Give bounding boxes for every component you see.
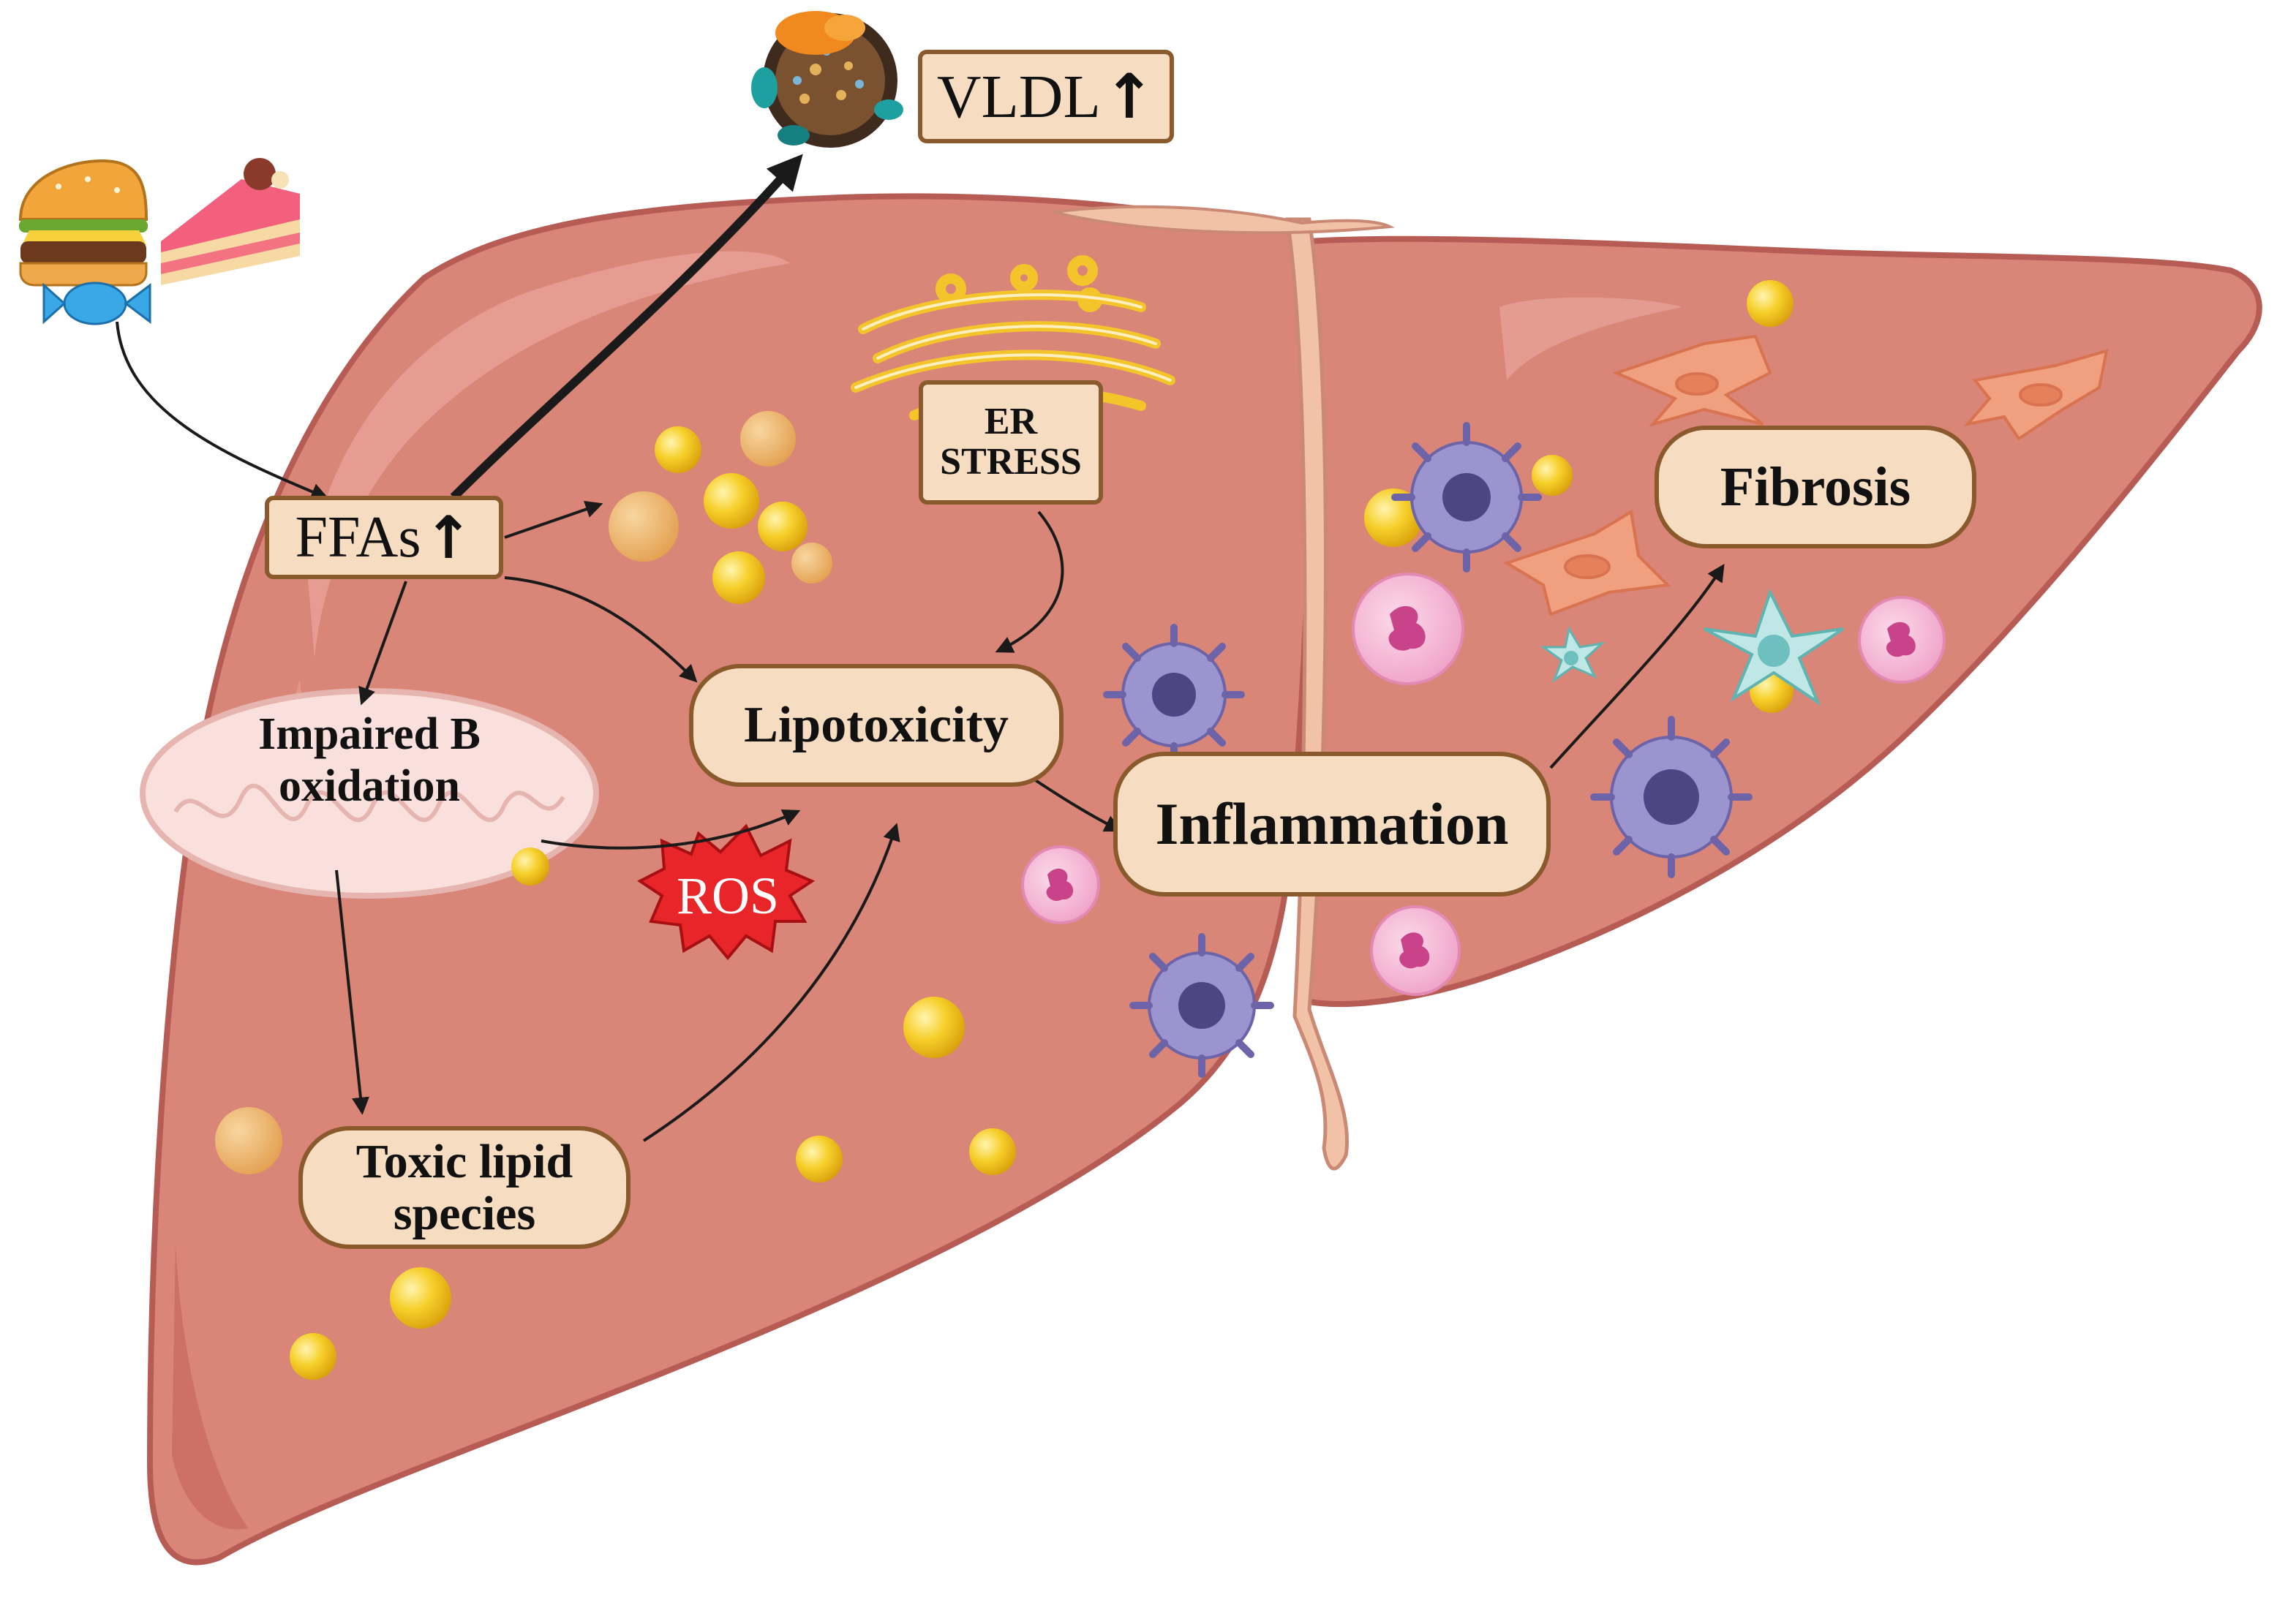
ros-text: ROS — [676, 866, 780, 925]
arrow-mito-to-lipotoxicity — [541, 809, 801, 850]
arrow-impaired-to-toxic — [335, 869, 369, 1115]
impaired-line2: oxidation — [278, 761, 461, 811]
up-arrow-icon: ↑ — [1103, 61, 1156, 132]
lipid-droplet-icon — [215, 280, 1793, 1380]
arrow-er-to-lipotoxicity — [995, 510, 1064, 653]
neutrophil-icon — [1021, 573, 1946, 996]
ffas-text: FFAs — [295, 505, 421, 570]
lipotoxicity-label: Lipotoxicity — [689, 664, 1064, 787]
impaired-oxidation-label: Impaired B oxidation — [176, 706, 563, 815]
arrow-ffas-to-lipotoxicity — [504, 576, 698, 683]
burger-icon — [18, 159, 148, 287]
ros-burst-icon — [637, 823, 816, 961]
vldl-text: VLDL — [936, 62, 1101, 131]
macrophage-icon — [1103, 422, 1753, 1078]
impaired-line1: Impaired B — [258, 709, 481, 759]
arrow-lipotoxicity-to-inflammation — [1026, 774, 1123, 832]
cake-icon — [161, 158, 300, 285]
arrow-inflammation-to-fibrosis — [1549, 563, 1725, 769]
toxic-line2: species — [393, 1187, 536, 1240]
ros-label: ROS — [644, 852, 812, 940]
er-stress-label: ER STRESS — [919, 380, 1103, 505]
stellate-cell-icon — [1704, 588, 1845, 706]
ffas-label: FFAs↑ — [265, 496, 503, 579]
dendritic-cell-icon — [1540, 625, 1606, 684]
arrow-ffas-to-vldl — [450, 154, 803, 501]
fibroblast-icon — [1503, 334, 2109, 616]
falciform-ligament — [1285, 217, 1349, 1171]
inflammation-label: Inflammation — [1113, 752, 1551, 896]
inflammation-text: Inflammation — [1155, 790, 1509, 857]
candy-icon — [42, 282, 151, 325]
toxic-lipid-label: Toxic lipid species — [298, 1126, 631, 1249]
er-stress-line2: STRESS — [940, 441, 1082, 483]
toxic-line1: Toxic lipid — [355, 1134, 573, 1188]
lipotoxicity-text: Lipotoxicity — [744, 697, 1009, 753]
arrow-diet-to-ffas — [116, 321, 329, 500]
vldl-particle-icon — [751, 11, 903, 148]
up-arrow-icon: ↑ — [424, 503, 473, 572]
pathway-arrows — [116, 154, 1725, 1142]
arrow-toxic-to-lipotoxicity — [642, 823, 900, 1142]
arrow-ffas-to-droplets — [504, 500, 603, 539]
fibrosis-label: Fibrosis — [1655, 426, 1976, 548]
vldl-label: VLDL↑ — [918, 50, 1174, 143]
er-stress-line1: ER — [984, 401, 1038, 443]
fibrosis-text: Fibrosis — [1720, 456, 1911, 518]
arrow-ffas-to-impaired — [358, 581, 407, 706]
